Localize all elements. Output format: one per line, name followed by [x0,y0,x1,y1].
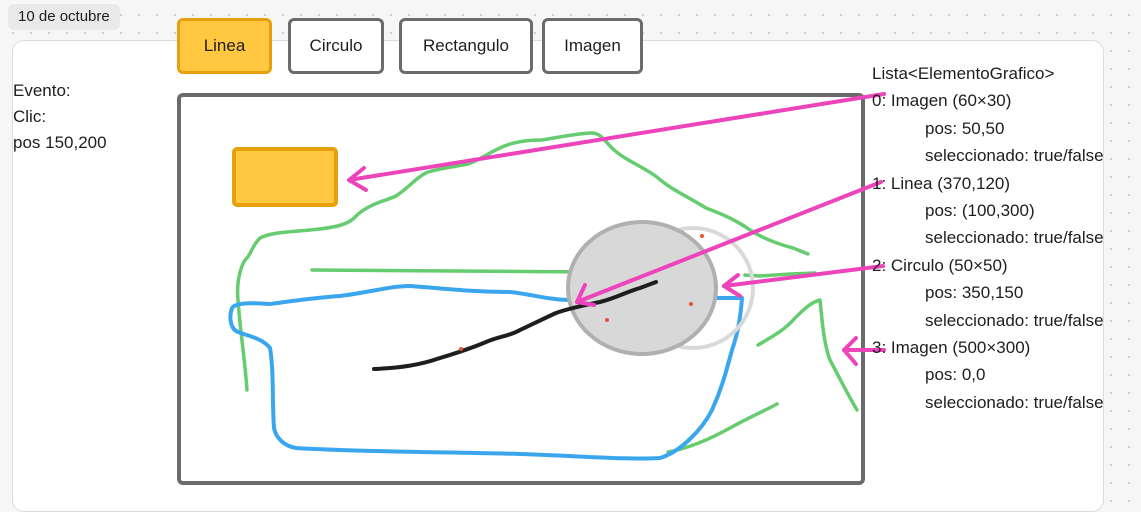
rectangulo-tool-button[interactable]: Rectangulo [399,18,533,74]
list-item-2-header: 2: Circulo (50×50) [872,255,1008,275]
list-item-3-selected: seleccionado: true/false [925,392,1104,412]
event-pos: pos 150,200 [13,133,107,152]
green-stroke-line [310,268,592,274]
list-item-1-pos: pos: (100,300) [925,201,1035,221]
arrow-linea-1 [575,180,883,304]
list-item-0-selected: seleccionado: true/false [925,146,1104,166]
arrowhead-icon [842,336,858,366]
arrowhead-icon [575,283,596,307]
element-list: Lista<ElementoGrafico> 0: Imagen (60×30)… [872,60,1104,416]
date-label: 10 de octubre [8,4,120,30]
list-item-0-pos: pos: 50,50 [925,118,1005,138]
list-title: Lista<ElementoGrafico> [872,64,1055,83]
drawing-canvas-layer [177,92,886,485]
list-item-0-header: 0: Imagen (60×30) [872,91,1012,111]
red-dot-marker [689,302,693,306]
red-dot-marker [605,318,609,322]
list-item-1-selected: seleccionado: true/false [925,228,1104,248]
event-title: Evento: [13,81,71,100]
event-type: Clic: [13,107,47,126]
red-dot-marker [700,234,704,238]
red-dot-marker [459,347,463,351]
linea-tool-button[interactable]: Linea [177,18,272,74]
green-outline-stroke [235,131,810,392]
list-item-2-pos: pos: 350,150 [925,283,1024,303]
imagen-tool-button[interactable]: Imagen [542,18,643,74]
black-line-stroke[interactable] [372,280,658,371]
circulo-tool-button[interactable]: Circulo [288,18,384,74]
list-item-1-header: 1: Linea (370,120) [872,173,1010,193]
event-info: Evento: Clic: pos 150,200 [13,78,107,156]
list-item-3-header: 3: Imagen (500×300) [872,338,1031,358]
green-right-stroke [756,298,859,412]
arrowhead-icon [722,273,742,298]
list-item-2-selected: seleccionado: true/false [925,310,1104,330]
drawing-canvas[interactable] [177,93,865,485]
pointer-arrows [347,92,886,366]
list-item-3-pos: pos: 0,0 [925,365,986,385]
green-bottom-stroke [666,402,779,454]
arrow-circulo-2 [722,264,885,288]
image-rectangle-shape[interactable] [232,147,338,207]
blue-outline-stroke [228,284,744,461]
arrow-imagen-0 [347,92,886,182]
arrowhead-icon [347,166,368,192]
